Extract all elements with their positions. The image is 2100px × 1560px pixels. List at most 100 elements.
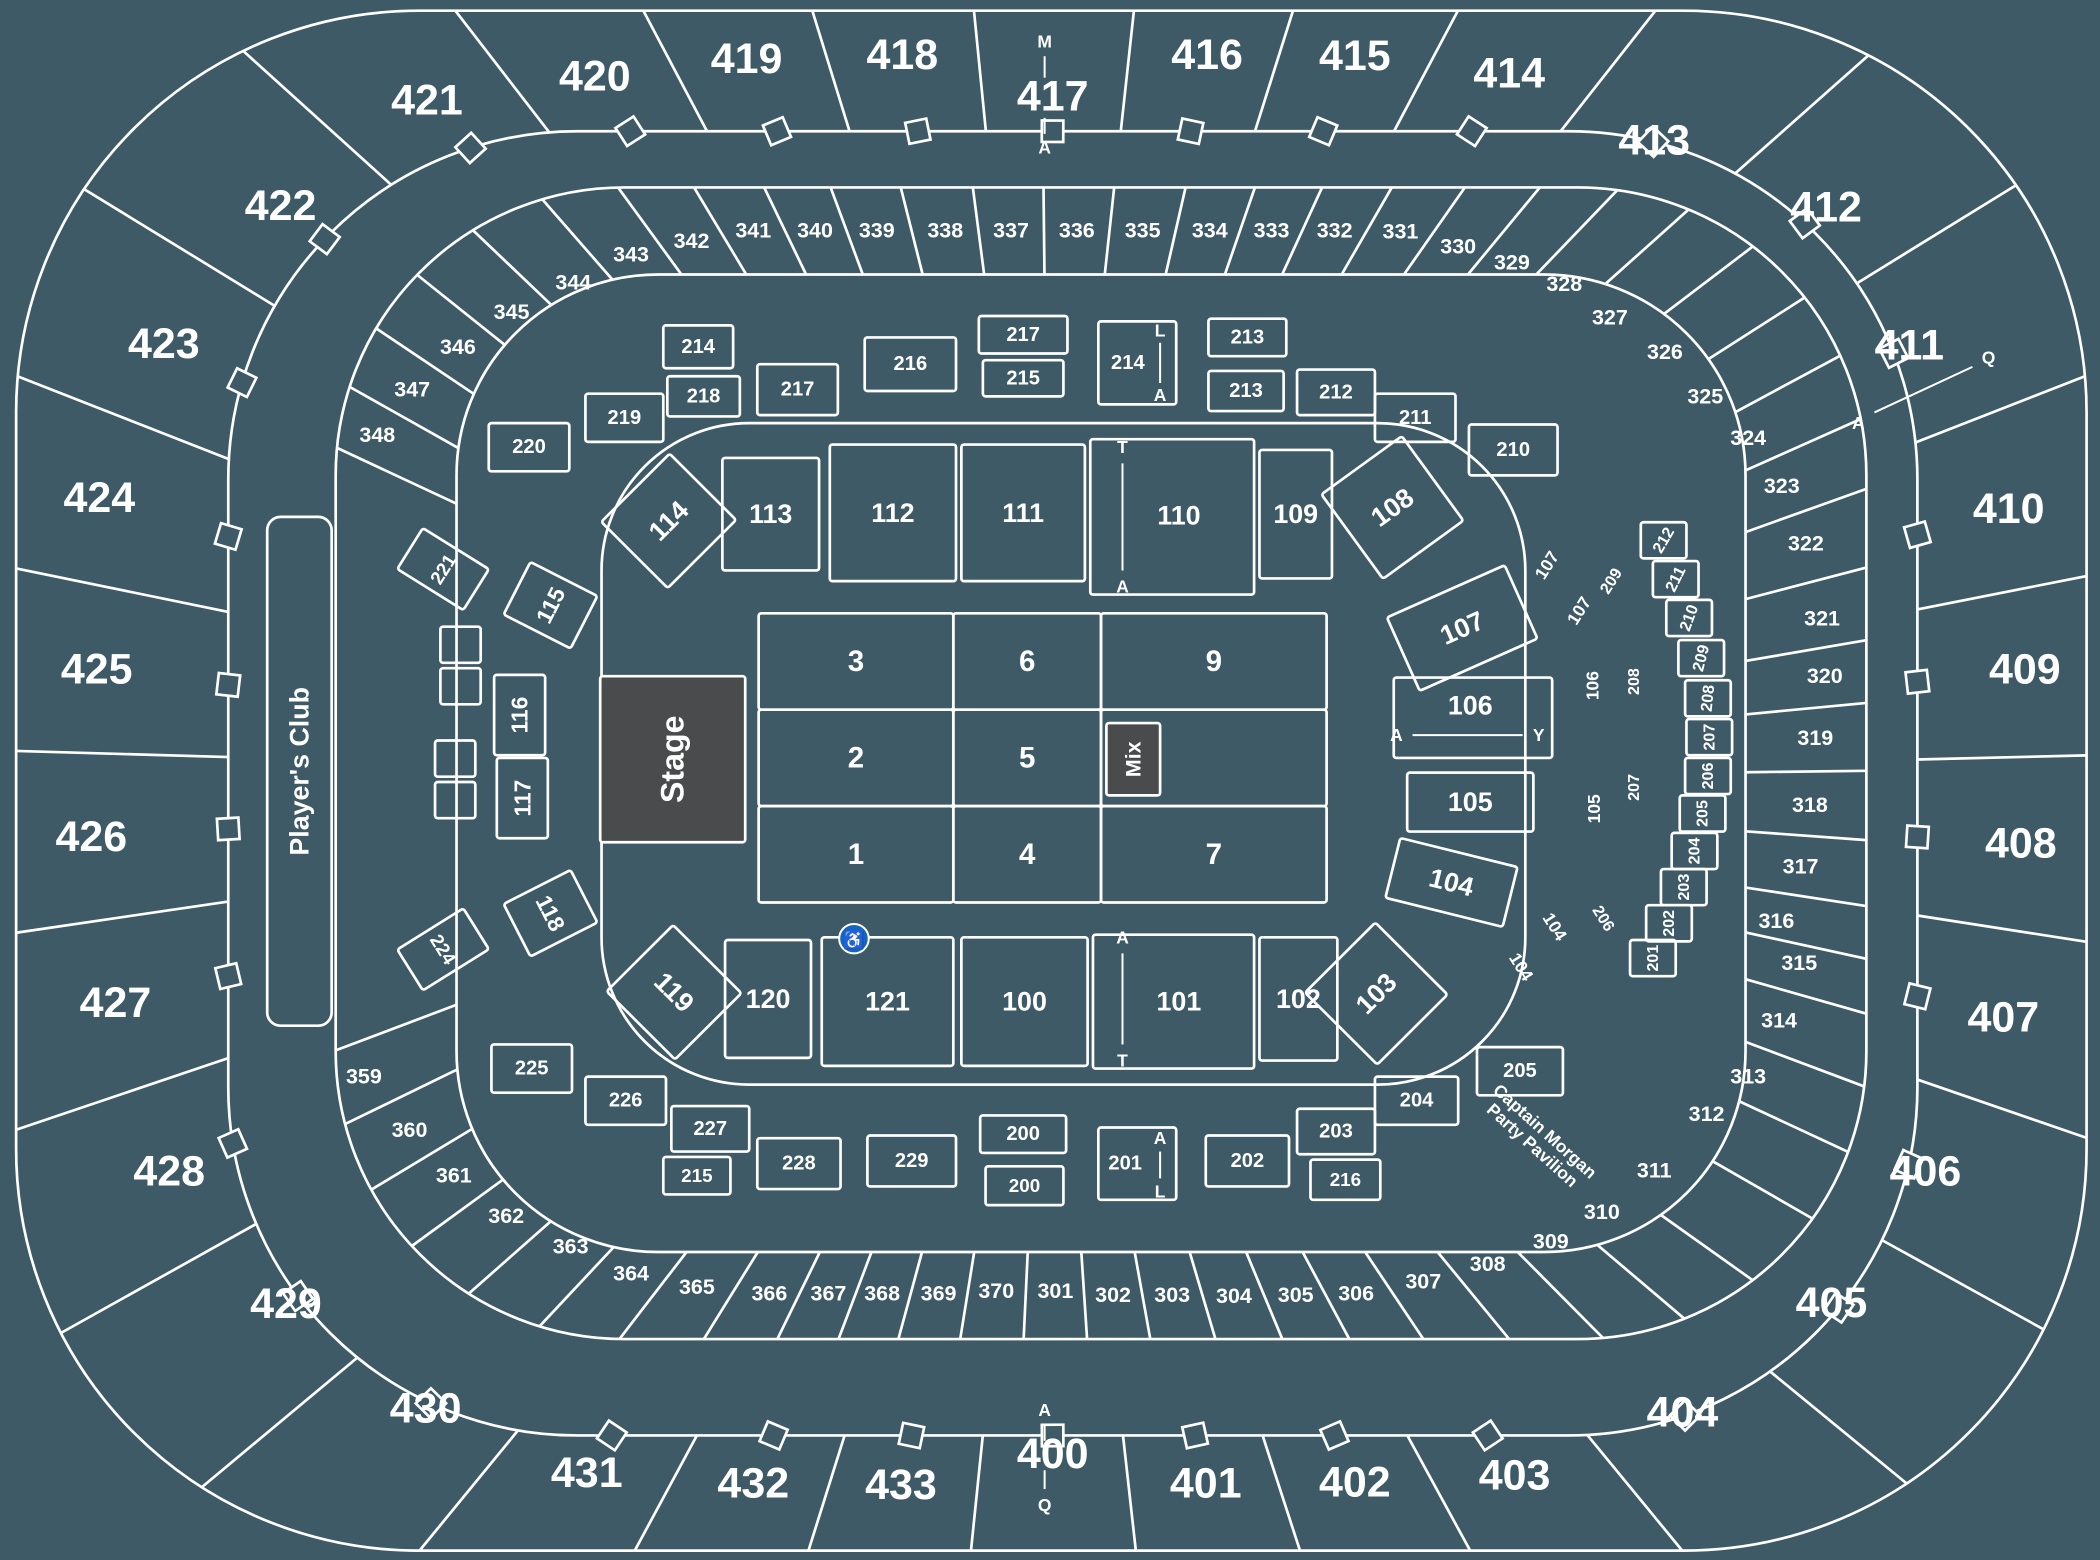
section-314-label[interactable]: 314 — [1761, 1008, 1797, 1032]
section-205[interactable] — [1475, 1045, 1565, 1097]
section-117[interactable] — [495, 756, 550, 840]
section-367-label[interactable]: 367 — [811, 1282, 847, 1306]
section-211[interactable] — [1651, 559, 1700, 599]
section-400-label[interactable]: 400 — [1017, 1430, 1089, 1478]
section-365-label[interactable]: 365 — [679, 1275, 715, 1299]
section-109[interactable] — [1258, 448, 1334, 580]
section-213[interactable] — [1207, 317, 1288, 358]
section-212[interactable] — [1295, 368, 1377, 417]
section-309-label[interactable]: 309 — [1533, 1229, 1569, 1253]
section-407-label[interactable]: 407 — [1967, 994, 2039, 1042]
section-409-label[interactable]: 409 — [1989, 646, 2061, 694]
section-226[interactable] — [584, 1075, 668, 1127]
section-343-label[interactable]: 343 — [613, 242, 649, 266]
section-104[interactable] — [1384, 837, 1519, 928]
section-213[interactable] — [1207, 369, 1285, 413]
section-217[interactable] — [977, 314, 1069, 355]
section-216[interactable] — [863, 336, 958, 393]
section-Mix[interactable] — [1105, 721, 1162, 797]
section-328-label[interactable]: 328 — [1546, 272, 1582, 296]
section-305-label[interactable]: 305 — [1278, 1283, 1314, 1307]
section-348-label[interactable]: 348 — [359, 423, 395, 447]
section-228[interactable] — [755, 1136, 842, 1191]
section-431-label[interactable]: 431 — [551, 1449, 623, 1497]
section-433-label[interactable]: 433 — [865, 1461, 937, 1509]
section-111[interactable] — [960, 443, 1087, 583]
section-113[interactable] — [721, 456, 821, 572]
section-210[interactable] — [1467, 423, 1559, 477]
section-307-label[interactable]: 307 — [1405, 1269, 1441, 1293]
section-110[interactable] — [1088, 437, 1256, 596]
section-333-label[interactable]: 333 — [1254, 218, 1290, 242]
section-312-label[interactable]: 312 — [1689, 1102, 1725, 1126]
section-304-label[interactable]: 304 — [1216, 1284, 1252, 1308]
section-7[interactable] — [1099, 804, 1328, 904]
section-428-label[interactable]: 428 — [133, 1148, 205, 1196]
section-200[interactable] — [984, 1164, 1065, 1207]
section-414-label[interactable]: 414 — [1473, 50, 1545, 98]
section-405-label[interactable]: 405 — [1796, 1279, 1868, 1327]
section-207[interactable] — [1685, 717, 1734, 757]
section-320-label[interactable]: 320 — [1807, 664, 1843, 688]
section-331-label[interactable]: 331 — [1383, 220, 1419, 244]
section-359-label[interactable]: 359 — [346, 1065, 382, 1089]
section-334-label[interactable]: 334 — [1192, 218, 1228, 242]
section-118[interactable] — [503, 869, 598, 957]
section-201[interactable] — [1628, 938, 1678, 978]
section-221[interactable] — [396, 527, 490, 611]
section-218[interactable] — [665, 374, 742, 418]
section-416-label[interactable]: 416 — [1171, 31, 1243, 79]
section-326-label[interactable]: 326 — [1647, 340, 1683, 364]
section-432-label[interactable]: 432 — [717, 1460, 789, 1508]
section-316-label[interactable]: 316 — [1758, 909, 1794, 933]
section-420-label[interactable]: 420 — [559, 52, 631, 100]
section-115[interactable] — [503, 561, 598, 649]
section-337-label[interactable]: 337 — [993, 218, 1029, 242]
section-121[interactable] — [820, 936, 955, 1068]
section-324-label[interactable]: 324 — [1730, 426, 1766, 450]
section-105[interactable] — [1405, 771, 1535, 833]
section-342-label[interactable]: 342 — [674, 229, 710, 253]
section-341-label[interactable]: 341 — [735, 218, 771, 242]
section-411-label[interactable]: 411 — [1875, 322, 1944, 370]
section-211[interactable] — [1373, 392, 1457, 444]
section-220[interactable] — [487, 421, 571, 473]
section-215[interactable] — [981, 358, 1065, 398]
section-114[interactable] — [601, 453, 737, 589]
section-370-label[interactable]: 370 — [978, 1279, 1014, 1303]
section-315-label[interactable]: 315 — [1781, 951, 1817, 975]
section-340-label[interactable]: 340 — [797, 218, 833, 242]
section-317-label[interactable]: 317 — [1783, 854, 1819, 878]
section-120[interactable] — [723, 938, 813, 1060]
section-424-label[interactable]: 424 — [64, 474, 136, 522]
section-335-label[interactable]: 335 — [1125, 218, 1161, 242]
section-306-label[interactable]: 306 — [1338, 1282, 1374, 1306]
section-336-label[interactable]: 336 — [1059, 218, 1095, 242]
section-332-label[interactable]: 332 — [1317, 218, 1353, 242]
players-club[interactable] — [265, 515, 333, 1028]
section-106[interactable] — [1392, 676, 1554, 760]
section-210[interactable] — [1664, 598, 1714, 638]
section-361-label[interactable]: 361 — [436, 1164, 472, 1188]
section-313-label[interactable]: 313 — [1730, 1065, 1766, 1089]
section-366-label[interactable]: 366 — [751, 1282, 787, 1306]
section-215[interactable] — [661, 1155, 732, 1196]
section-412-label[interactable]: 412 — [1790, 184, 1862, 232]
section-217[interactable] — [755, 362, 840, 417]
section-212[interactable] — [1639, 520, 1688, 560]
section-318-label[interactable]: 318 — [1792, 793, 1828, 817]
section-422-label[interactable]: 422 — [245, 182, 317, 230]
section-402-label[interactable]: 402 — [1319, 1458, 1391, 1506]
section-364-label[interactable]: 364 — [613, 1261, 649, 1285]
section-100[interactable] — [960, 936, 1089, 1068]
section-103[interactable] — [1304, 922, 1448, 1065]
section-106-label[interactable]: 106 — [1582, 671, 1602, 700]
section-119[interactable] — [606, 924, 742, 1060]
section-330-label[interactable]: 330 — [1440, 234, 1476, 258]
section-311-label[interactable]: 311 — [1637, 1158, 1672, 1182]
section-219[interactable] — [584, 392, 665, 444]
section-105-label[interactable]: 105 — [1584, 794, 1604, 823]
section-418-label[interactable]: 418 — [866, 31, 938, 79]
section-404-label[interactable]: 404 — [1647, 1389, 1719, 1437]
section-329-label[interactable]: 329 — [1494, 250, 1530, 274]
